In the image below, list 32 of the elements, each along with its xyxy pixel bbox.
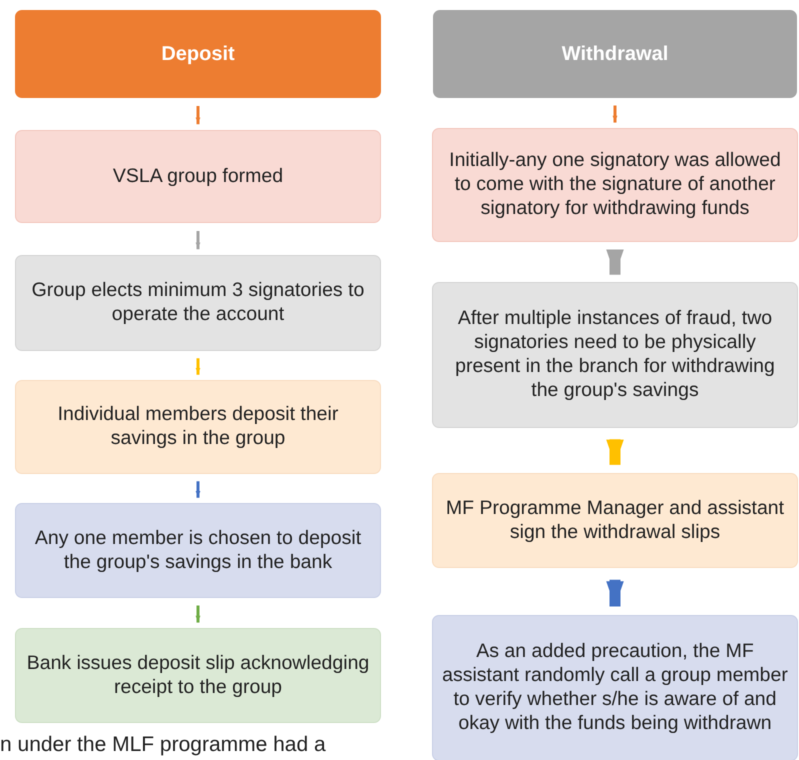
- step-text: Individual members deposit their savings in the group: [56, 403, 340, 451]
- process-box: [432, 473, 798, 568]
- step-text: As an added precaution, the MF assistant randomly call a group member to verify whether s/he is aware of and okay with the funds being withdrawn: [441, 640, 789, 736]
- arrow: [612, 106, 618, 123]
- process-box: [15, 503, 381, 598]
- process-box: [15, 130, 381, 223]
- process-box: [15, 628, 381, 723]
- step-text: MF Programme Manager and assistant sign the withdrawal slips: [444, 496, 786, 544]
- arrow: [606, 439, 624, 465]
- step-text: After multiple instances of fraud, two signatories need to be physically present in the branch for withdrawing the group's savings: [454, 307, 776, 403]
- arrow: [196, 231, 200, 250]
- arrow: [196, 606, 200, 623]
- step-text: Initially-any one signatory was allowed to come with the signature of another signatory for withdrawing funds: [448, 149, 782, 221]
- header-box: [433, 10, 797, 98]
- header-text: Deposit: [161, 42, 235, 66]
- header-text: Withdrawal: [562, 42, 668, 66]
- step-text: Group elects minimum 3 signatories to operate the account: [30, 279, 366, 327]
- header-box: [15, 10, 381, 98]
- process-box: [432, 128, 798, 242]
- process-box: [432, 615, 798, 760]
- arrow: [606, 580, 624, 607]
- step-text: Any one member is chosen to deposit the group's savings in the bank: [34, 526, 362, 574]
- cut-off-text: n under the MLF programme had a: [0, 732, 326, 757]
- process-box: [15, 380, 381, 474]
- arrow: [196, 481, 200, 498]
- arrow: [606, 252, 624, 275]
- step-text: VSLA group formed: [112, 164, 284, 188]
- process-box: [15, 255, 381, 351]
- step-text: Bank issues deposit slip acknowledging receipt to the group: [26, 652, 370, 700]
- arrow: [196, 106, 200, 124]
- process-box: [432, 282, 798, 428]
- arrow: [196, 358, 200, 375]
